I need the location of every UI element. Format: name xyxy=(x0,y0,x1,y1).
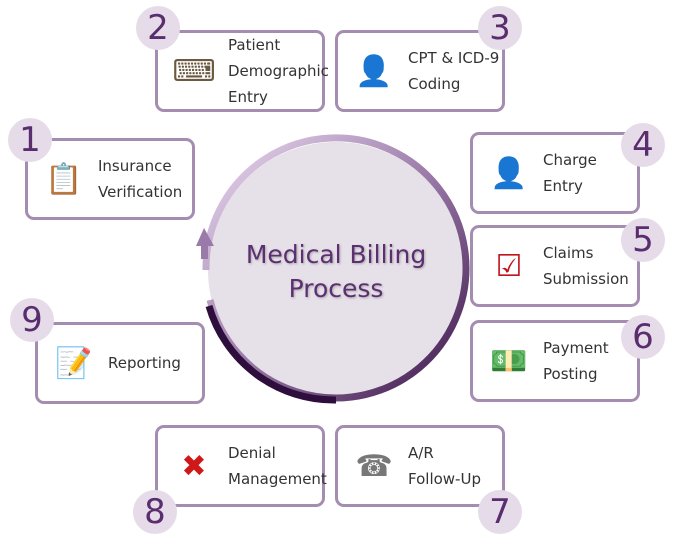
step-label-line: Entry xyxy=(228,88,268,106)
diagram-title: Medical Billing Process xyxy=(206,238,466,306)
step-number-badge: 6 xyxy=(621,315,665,359)
step-label-line: A/R xyxy=(408,444,434,462)
step-box-7: ☎ A/R Follow-Up xyxy=(335,425,505,507)
step-label-line: Verification xyxy=(98,183,183,201)
checklist-icon: 📝 xyxy=(55,345,93,381)
step-number-badge: 7 xyxy=(478,490,522,534)
step-label-line: Denial xyxy=(228,444,276,462)
step-label-line: Posting xyxy=(543,365,598,383)
step-number-badge: 2 xyxy=(136,6,180,50)
step-label-line: Submission xyxy=(543,270,629,288)
cycle-ring-dark xyxy=(205,305,337,404)
step-label: A/R Follow-Up xyxy=(408,440,481,492)
step-label-line: Patient xyxy=(228,36,281,54)
step-label-line: Demographic xyxy=(228,62,329,80)
step-number-badge: 9 xyxy=(10,298,54,342)
person-documents-icon: 👤 xyxy=(355,53,393,89)
step-number-badge: 4 xyxy=(621,123,665,167)
step-label: Reporting xyxy=(108,350,181,376)
step-number-badge: 5 xyxy=(621,218,665,262)
title-line-2: Process xyxy=(288,274,384,303)
money-monitor-icon: 💵 xyxy=(490,343,528,379)
step-label-line: Entry xyxy=(543,177,583,195)
cycle-arrow-icon xyxy=(196,228,214,246)
step-number-badge: 1 xyxy=(8,118,52,162)
step-number-badge: 3 xyxy=(478,6,522,50)
step-label-line: Payment xyxy=(543,339,609,357)
step-box-9: 📝 Reporting xyxy=(35,322,205,404)
step-label-line: Coding xyxy=(408,75,461,93)
checkbox-icon: ☑ xyxy=(495,248,523,284)
step-label-line: Insurance xyxy=(98,157,172,175)
red-x-icon: ✖ xyxy=(181,448,207,484)
person-check-icon: 👤 xyxy=(490,155,528,191)
step-label-line: Reporting xyxy=(108,354,181,372)
phone-icon: ☎ xyxy=(355,448,393,484)
step-label-line: Follow-Up xyxy=(408,470,481,488)
step-number-badge: 8 xyxy=(133,490,177,534)
clipboard-icon: 📋 xyxy=(45,161,83,197)
center-disc xyxy=(208,142,464,398)
step-label-line: Charge xyxy=(543,151,597,169)
keyboard-pen-icon: ⌨ xyxy=(172,53,216,89)
step-label-line: Management xyxy=(228,470,327,488)
step-label-line: Claims xyxy=(543,244,594,262)
title-line-1: Medical Billing xyxy=(245,240,427,269)
step-label-line: CPT & ICD-9 xyxy=(408,49,500,67)
